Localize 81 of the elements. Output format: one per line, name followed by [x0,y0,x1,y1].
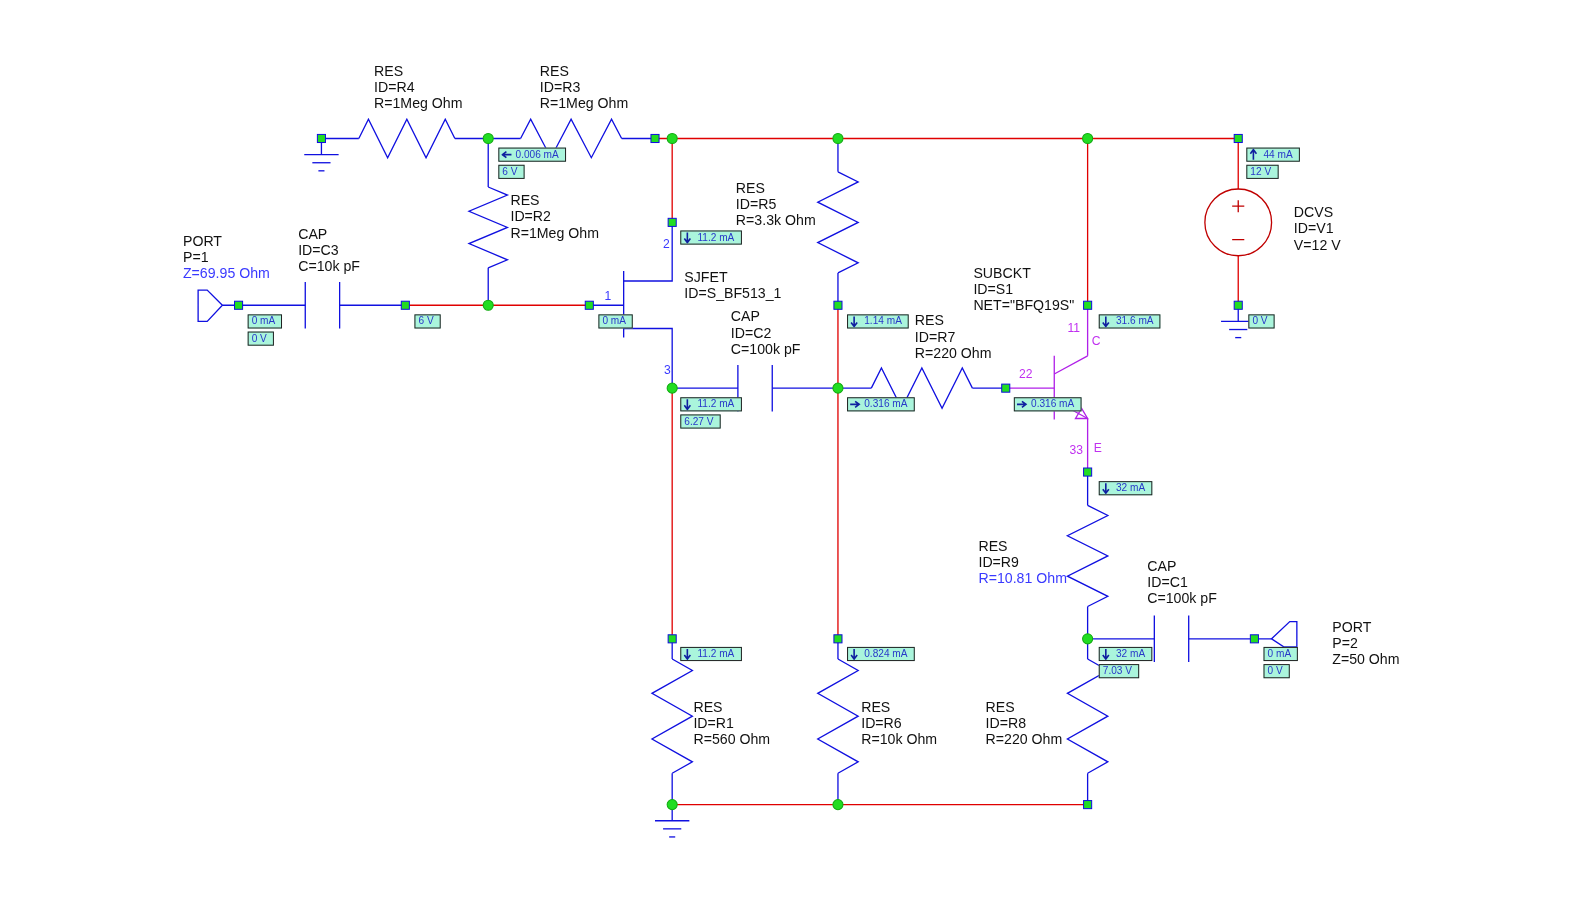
component-label: R=220 Ohm [914,344,992,361]
current-readout: 11.2 mA [680,646,742,662]
pin-number: 11 [1067,320,1080,335]
component-label: Z=50 Ohm [1332,650,1400,668]
voltage-readout: 7.03 V [1098,664,1140,679]
pin-number: 1 [604,289,612,304]
voltage-readout: 6 V [498,164,525,179]
component-label: R=10.81 Ohm [978,570,1067,587]
component-label: P=1 [182,248,209,265]
current-readout: 32 mA [1098,646,1153,662]
current-readout: 0.006 mA [498,147,566,162]
component-label: R=560 Ohm [693,730,771,747]
component-label: R=3.3k Ohm [735,212,816,229]
component-label: ID=S1 [973,281,1014,298]
component-label: SJFET [684,268,728,286]
component-label: SUBCKT [973,264,1031,281]
component-label: RES [693,698,723,715]
component-label: RES [735,179,765,197]
component-label: ID=C3 [298,241,339,258]
component-label: ID=R5 [735,196,777,213]
current-readout: 1.14 mA [847,314,909,329]
component-label: RES [978,537,1008,554]
component-label: C=100k pF [730,340,801,357]
component-label: RES [510,192,540,209]
pin-number: 22 [1018,366,1033,382]
component-label: R=1Meg Ohm [374,95,463,112]
component-label: ID=R8 [985,714,1027,731]
current-readout: 0.824 mA [847,646,915,662]
component-label: CAP [298,225,328,242]
voltage-readout: 6.27 V [680,414,721,429]
voltage-readout: 6 V [414,314,441,329]
voltage-readout: 12 V [1246,164,1279,179]
pin-number: 2 [663,236,670,251]
component-label: RES [374,62,404,79]
component-label: RES [861,698,891,715]
current-readout: 0.316 mA [1013,397,1082,412]
component-label: ID=C1 [1147,574,1188,591]
voltage-readout: 0 V [1248,314,1275,329]
component-label: ID=V1 [1293,220,1334,237]
component-label: ID=R6 [861,714,902,731]
component-label: RES [985,698,1015,715]
component-label: ID=R2 [510,208,551,225]
component-label: C=10k pF [298,257,360,274]
current-readout: 0.316 mA [847,397,915,412]
component-label: PORT [1332,618,1372,635]
pin-number: 3 [664,362,671,378]
current-readout: 44 mA [1246,147,1300,162]
component-label: R=220 Ohm [985,730,1063,747]
current-readout: 0 mA [598,314,634,329]
component-label: ID=R3 [539,78,581,95]
pin-number: C [1091,333,1101,348]
current-readout: 0 mA [1263,646,1299,662]
component-label: ID=S_BF513_1 [684,285,782,302]
component-label: R=10k Ohm [861,730,938,747]
voltage-readout: 0 V [247,331,274,346]
component-label: NET="BFQ19S" [973,297,1075,314]
component-label: ID=C2 [730,324,772,341]
component-label: ID=R4 [374,78,415,95]
current-readout: 31.6 mA [1098,314,1161,329]
component-label: R=1Meg Ohm [539,95,629,112]
component-label: RES [539,62,569,79]
current-readout: 11.2 mA [680,397,742,412]
current-readout: 0 mA [247,314,283,329]
current-readout: 11.2 mA [680,230,742,245]
component-label: C=100k pF [1147,590,1217,607]
component-label: P=2 [1332,634,1358,651]
component-label: CAP [1147,557,1177,575]
voltage-readout: 0 V [1263,664,1290,679]
pin-number: E [1093,440,1102,455]
component-label: PORT [182,232,222,249]
component-label: RES [914,312,944,329]
pin-number: 33 [1069,442,1083,457]
component-label: CAP [730,308,760,325]
component-label: Z=69.95 Ohm [182,264,270,281]
component-label: ID=R1 [693,714,734,731]
component-label: ID=R7 [914,328,956,345]
current-readout: 32 mA [1098,481,1153,496]
component-label: DCVS [1293,204,1334,221]
component-label: ID=R9 [978,553,1019,571]
component-label: V=12 V [1293,236,1341,253]
component-label: R=1Meg Ohm [510,224,599,241]
